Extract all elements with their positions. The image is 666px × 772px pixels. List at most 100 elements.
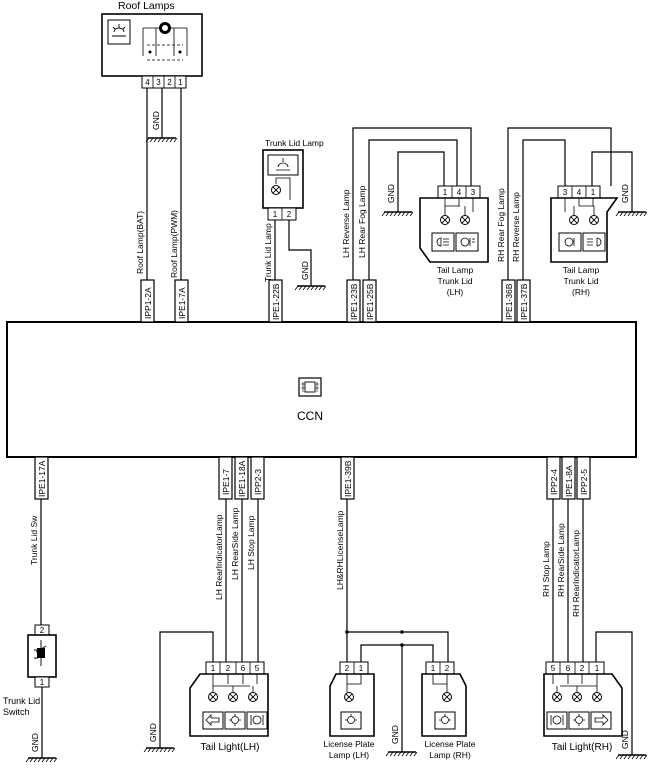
trunk-lamp-icon [267,154,299,176]
tail-lamp-rh-title-2: Trunk Lid [563,276,598,286]
trunk-lid-lamp-connector: 1 2 [267,207,297,221]
license-lh-title-1: License Plate [323,739,374,749]
license-lh-lamp-icon [340,711,362,730]
lh-side-lamp-icon [224,711,246,730]
svg-text:2: 2 [167,78,172,87]
tail-lamp-lh-gnd-label: GND [386,184,396,203]
svg-text:6: 6 [566,664,571,673]
conn-ipe1-25b: IPE1-25B [362,279,377,323]
rh-reverse-lamp-wire: RH Reverse Lamp [511,192,521,262]
trunk-switch-gnd-label: GND [30,733,40,752]
license-rh-lamp-icon [434,711,456,730]
svg-text:1: 1 [443,188,448,197]
license-lamp-lh-connector: 2 1 [339,661,369,675]
tail-light-lh-title: Tail Light(LH) [201,742,260,753]
svg-text:4: 4 [145,78,150,87]
roof-lamp-bat-wire: Roof Lamp(BAT) [135,211,145,274]
tail-lamp-lh-title-1: Tail Lamp [437,265,474,275]
tail-lamp-rh-connector: 3 4 1 [557,185,601,199]
roof-lamps-connector: 4 3 2 1 [141,75,187,89]
svg-text:5: 5 [255,664,260,673]
conn-ipe1-7a: IPE1-7A [174,279,189,323]
tail-lamp-rh-title-3: (RH) [572,287,590,297]
svg-text:IPE1-22B: IPE1-22B [271,283,281,320]
trunk-lid-switch-title-2: Switch [3,707,30,717]
lh-stop-lamp-icon [246,711,268,730]
conn-ipe1-22b: IPE1-22B [268,279,283,323]
conn-ipp2-5: IPP2-5 [576,456,591,500]
tail-light-rh-gnd-label: GND [620,730,630,749]
svg-text:3: 3 [156,78,161,87]
ccn-chip-icon [298,377,322,397]
svg-text:IPE1-25B: IPE1-25B [365,283,375,320]
conn-ipe1-18a: IPE1-18A [234,456,249,500]
ccn-label: CCN [297,409,323,423]
svg-text:2: 2 [345,664,350,673]
trunk-lid-sw-wire: Trunk Lid Sw [29,515,39,565]
conn-ipp1-2a: IPP1-2A [140,279,155,323]
roof-lamp-icon [107,19,131,45]
svg-text:4: 4 [457,188,462,197]
svg-text:IPE1-39B: IPE1-39B [343,460,353,497]
tail-lamp-rh-box [550,197,619,263]
license-lamp-rh-connector: 1 2 [425,661,455,675]
trunk-lid-lamp-wire: Trunk Lid Lamp [263,223,273,282]
svg-text:1: 1 [211,664,216,673]
svg-text:IPE1-36B: IPE1-36B [504,283,514,320]
svg-text:IPP1-2A: IPP1-2A [143,287,153,319]
tail-light-rh-title: Tail Light(RH) [552,742,613,753]
svg-text:1: 1 [359,664,364,673]
svg-text:IPE1-7: IPE1-7 [221,469,231,495]
svg-text:IPE1-7A: IPE1-7A [177,287,187,319]
tail-lamp-rh-title-1: Tail Lamp [563,265,600,275]
trunk-lid-lamp-title: Trunk Lid Lamp [265,138,324,148]
svg-text:1: 1 [431,664,436,673]
svg-text:2: 2 [226,664,231,673]
svg-text:2: 2 [445,664,450,673]
conn-ipp2-4: IPP2-4 [546,456,561,500]
lh-indicator-arrow-icon [202,711,224,730]
svg-text:2: 2 [40,626,45,635]
tail-light-lh-connector: 1 2 6 5 [205,661,265,675]
svg-text:IPP2-5: IPP2-5 [579,469,589,495]
tail-light-rh-connector: 5 6 2 1 [545,661,605,675]
rh-rear-side-wire: RH RearSide Lamp [556,523,566,597]
svg-text:2: 2 [287,210,292,219]
conn-ipe1-39b: IPE1-39B [340,456,355,500]
license-lh-title-2: Lamp (LH) [329,750,369,760]
license-rh-title-1: License Plate [424,739,475,749]
tail-light-lh-gnd-label: GND [148,723,158,742]
rh-stop-lamp-wire: RH Stop Lamp [541,541,551,597]
tail-lamp-lh-connector: 1 4 3 [437,185,481,199]
svg-text:1: 1 [273,210,278,219]
lh-reverse-lamp-wire: LH Reverse Lamp [341,189,351,258]
roof-lamps-title: Roof Lamps [118,0,175,12]
svg-text:1: 1 [595,664,600,673]
conn-ipe1-23b: IPE1-23B [346,279,361,323]
svg-text:IPE1-23B: IPE1-23B [349,283,359,320]
svg-text:3: 3 [471,188,476,197]
svg-text:4: 4 [577,188,582,197]
svg-text:IPE1-37B: IPE1-37B [519,283,529,320]
roof-lamp-pwm-wire: Roof Lamp(PWM) [169,210,179,278]
lh-stop-lamp-wire: LH Stop Lamp [246,515,256,570]
svg-text:1: 1 [178,78,183,87]
tail-lamp-lh-title-3: (LH) [447,287,464,297]
license-lamp-wire: LH&RHLicenseLamp [335,510,345,590]
tail-lamp-lh-box [419,197,489,263]
conn-ipe1-17a: IPE1-17A [34,456,49,500]
license-gnd-label: GND [390,725,400,744]
lh-rear-side-wire: LH RearSide Lamp [230,507,240,580]
lh-rear-indicator-wire: LH RearIndicatorLamp [214,514,224,600]
lh-reverse-lamp-icon [455,232,479,252]
svg-text:3: 3 [563,188,568,197]
rh-rear-indicator-wire: RH RearIndicatorLamp [571,530,581,617]
tail-lamp-rh-gnd-label: GND [620,184,630,203]
svg-text:2: 2 [580,664,585,673]
rh-indicator-arrow-icon [590,711,612,730]
conn-ipe1-36b: IPE1-36B [501,279,516,323]
trunk-lid-switch-box: 2 1 [27,624,57,688]
svg-text:5: 5 [551,664,556,673]
lh-rear-fog-lamp-wire: LH Rear Fog Lamp [357,185,367,258]
svg-text:IPP2-3: IPP2-3 [253,469,263,495]
